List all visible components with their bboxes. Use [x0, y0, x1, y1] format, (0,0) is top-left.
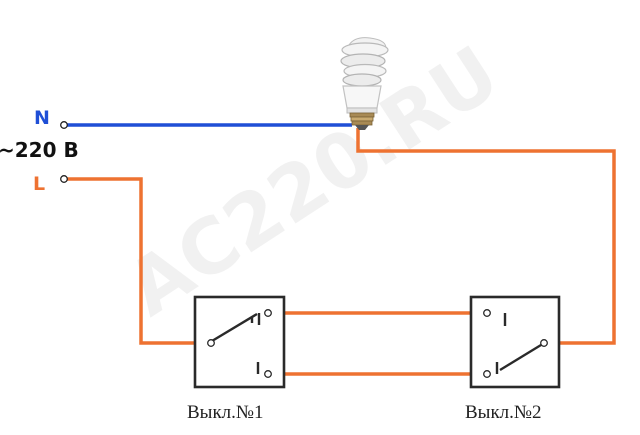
- line-terminal: [60, 175, 68, 183]
- watermark: AC220.RU: [111, 28, 514, 333]
- line-label: L: [33, 173, 45, 195]
- cfl-bulb-icon: [340, 37, 389, 130]
- voltage-label: ~220 В: [0, 138, 79, 162]
- two-way-switch-icon: [495, 313, 542, 374]
- lamp-return-wire: [356, 128, 616, 345]
- switch-2: [469, 295, 561, 389]
- neutral-label: N: [34, 107, 50, 129]
- two-way-switch-icon: [211, 312, 261, 374]
- switch-2-label: Выкл.№2: [465, 402, 542, 423]
- switch-1-label: Выкл.№1: [187, 402, 264, 423]
- neutral-terminal: [60, 121, 68, 129]
- switch-1: [193, 295, 286, 389]
- line-wire: [64, 177, 210, 345]
